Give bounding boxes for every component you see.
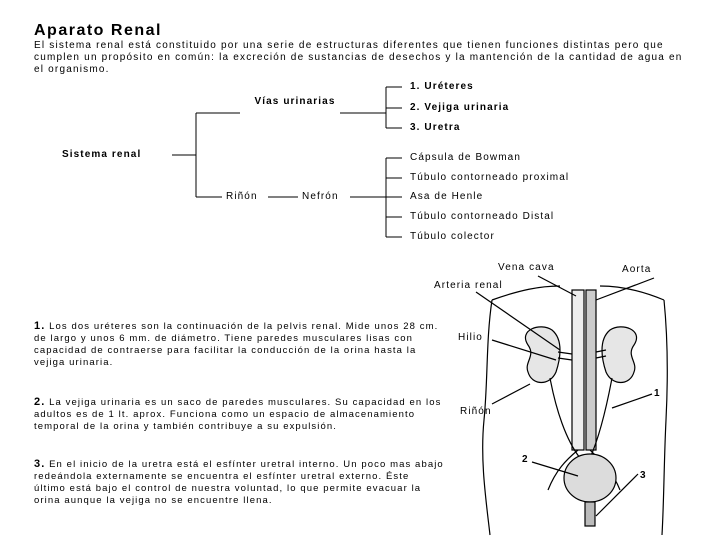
tree-vias-urinarias: Vías urinarias [254,96,336,107]
tree-rinon: Riñón [226,191,258,202]
paragraph-number: 1. [34,320,46,332]
label-hilio: Hilio [458,332,483,343]
tree-item-tubulo-colector: Túbulo colector [410,231,495,242]
paragraph-uretra: 3. En el inicio de la uretra está el esf… [34,458,444,507]
paragraph-text: En el inicio de la uretra está el esfínt… [34,459,444,506]
tree-item-uretra: 3. Uretra [410,122,461,133]
tree-root-sistema-renal: Sistema renal [62,149,142,160]
label-arteria-renal: Arteria renal [434,280,503,291]
paragraph-text: Los dos uréteres son la continuación de … [34,321,439,368]
label-number-1: 1 [654,388,661,399]
label-aorta: Aorta [622,264,652,275]
tree-item-vejiga: 2. Vejiga urinaria [410,102,510,113]
paragraph-text: La vejiga urinaria es un saco de paredes… [34,397,442,432]
tree-item-asa-henle: Asa de Henle [410,191,484,202]
page-title: Aparato Renal [34,22,162,39]
tree-item-tubulo-distal: Túbulo contorneado Distal [410,211,555,222]
tree-item-ureteres: 1. Uréteres [410,81,474,92]
intro-text: El sistema renal está constituido por un… [34,40,683,75]
tree-nefron: Nefrón [302,191,339,202]
paragraph-vejiga: 2. La vejiga urinaria es un saco de pare… [34,396,444,433]
paragraph-number: 3. [34,458,46,470]
tree-item-tubulo-proximal: Túbulo contorneado proximal [410,172,570,183]
tree-item-capsula: Cápsula de Bowman [410,152,521,163]
paragraph-ureteres: 1. Los dos uréteres son la continuación … [34,320,444,369]
label-vena-cava: Vena cava [498,262,555,273]
label-number-3: 3 [640,470,647,481]
label-number-2: 2 [522,454,529,465]
label-rinon: Riñón [460,406,492,417]
paragraph-number: 2. [34,396,46,408]
